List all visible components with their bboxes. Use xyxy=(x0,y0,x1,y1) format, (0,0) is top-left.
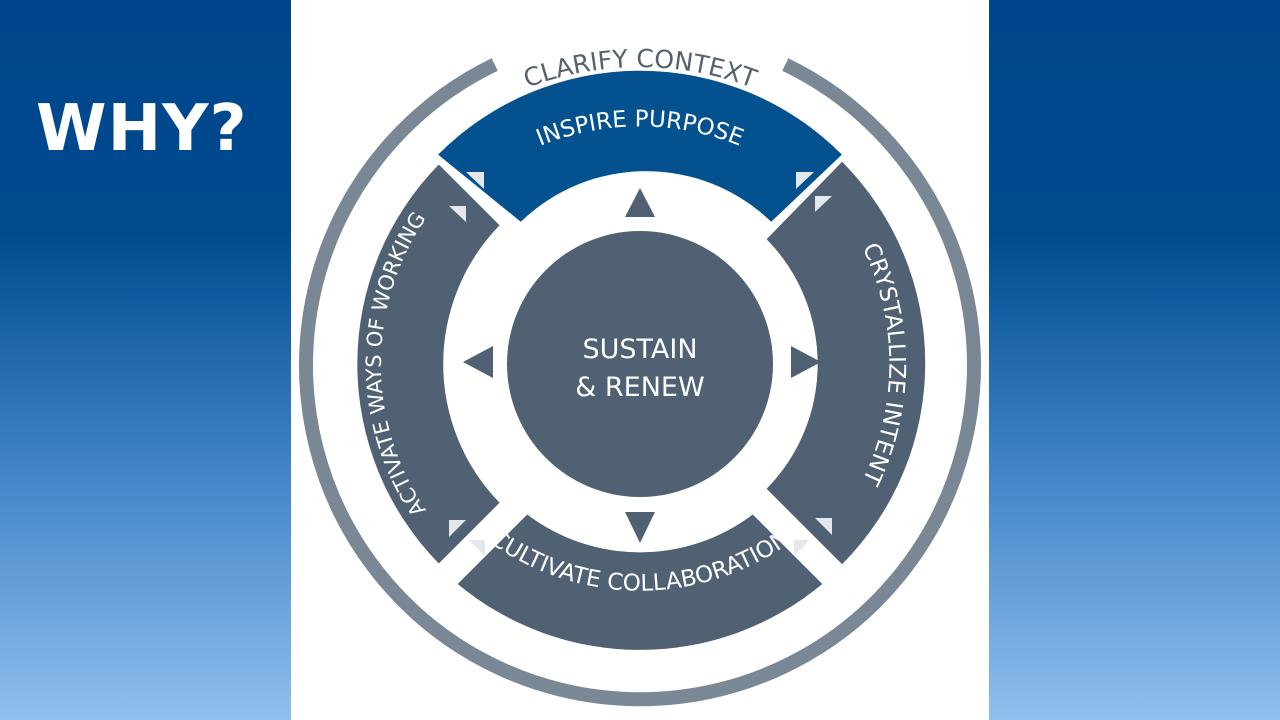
diagram-panel: CLARIFY CONTEXT INSPIRE PURPOSE CRYSTALL… xyxy=(291,0,989,720)
slide-heading: WHY? xyxy=(36,92,248,166)
segment-bottom-cultivate-collaboration xyxy=(457,514,823,650)
center-circle xyxy=(507,231,773,497)
arrow-left-icon xyxy=(463,346,493,378)
arrow-right-icon xyxy=(791,346,821,378)
corner-marker-left-bottom xyxy=(449,520,466,537)
corner-marker-top-right xyxy=(796,172,814,189)
framework-diagram: CLARIFY CONTEXT INSPIRE PURPOSE CRYSTALL… xyxy=(299,44,981,707)
segment-left-activate-ways-of-working xyxy=(357,164,500,564)
center-label-line1: SUSTAIN xyxy=(582,334,697,365)
corner-marker-top-left xyxy=(466,172,484,189)
arrow-up-icon xyxy=(625,188,655,217)
corner-marker-left-top xyxy=(449,206,466,222)
corner-marker-right-top xyxy=(815,196,832,212)
corner-marker-bottom-left xyxy=(469,540,485,556)
corner-marker-bottom-right xyxy=(794,540,810,556)
segment-right-crystallize-intent xyxy=(766,161,926,565)
outer-ring-arc xyxy=(299,58,981,707)
segment-top-inspire-purpose xyxy=(438,70,842,222)
center-label-line2: & RENEW xyxy=(575,372,704,403)
arrow-down-icon xyxy=(625,512,655,543)
corner-marker-right-bottom xyxy=(815,518,832,535)
